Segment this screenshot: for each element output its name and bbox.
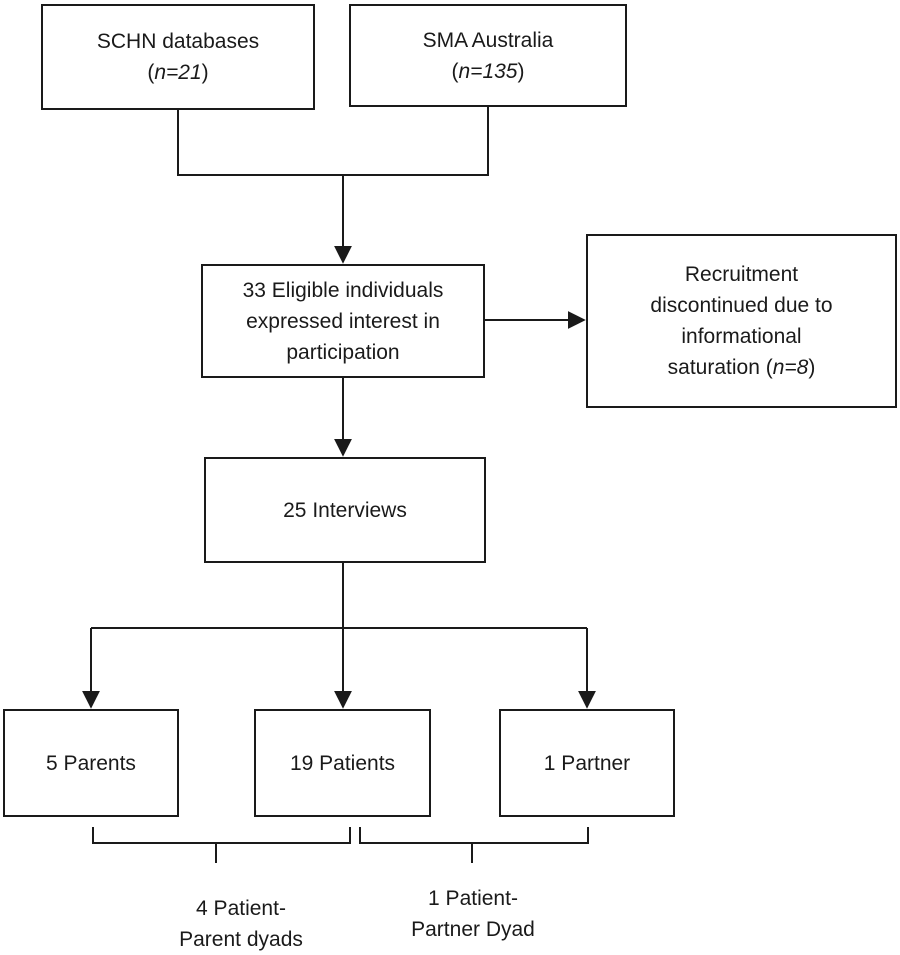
discontinued-line-1: Recruitment [684, 263, 799, 286]
discontinued-line-4: saturation (n=8) [667, 356, 816, 379]
patients-label: 19 Patients [289, 751, 396, 775]
interviews-box: 25 Interviews [204, 457, 486, 563]
recruitment-discontinued-box: Recruitment discontinued due to informat… [586, 234, 897, 408]
schn-count: (n=21) [147, 61, 209, 84]
discontinued-line-3: informational [681, 325, 802, 348]
merge-connector [177, 105, 489, 176]
partner-box: 1 Partner [499, 709, 675, 817]
schn-label: SCHN databases [96, 30, 260, 53]
parent-dyad-bracket [92, 827, 351, 863]
parents-label: 5 Parents [46, 751, 136, 775]
eligible-line-3: participation [286, 340, 400, 364]
sma-count: (n=135) [451, 59, 525, 83]
partner-dyad-bracket [359, 827, 589, 863]
sma-australia-box: SMA Australia (n=135) [349, 4, 627, 107]
patients-box: 19 Patients [254, 709, 431, 817]
parent-dyads-line-1: 4 Patient- [196, 897, 286, 920]
parent-dyads-caption: 4 Patient- Parent dyads [156, 893, 326, 955]
partner-dyad-line-1: 1 Patient- [428, 887, 518, 910]
discontinued-line-2: discontinued due to [650, 294, 833, 317]
parent-dyads-line-2: Parent dyads [179, 928, 303, 951]
eligible-line-2: expressed interest in [246, 309, 440, 333]
interviews-label: 25 Interviews [283, 498, 407, 522]
eligible-line-1: 33 Eligible individuals [242, 278, 444, 302]
eligible-individuals-box: 33 Eligible individuals expressed intere… [201, 264, 485, 378]
schn-databases-box: SCHN databases (n=21) [41, 4, 315, 110]
sma-label: SMA Australia [422, 28, 554, 52]
partner-dyad-caption: 1 Patient- Partner Dyad [388, 883, 558, 945]
parents-box: 5 Parents [3, 709, 179, 817]
partner-dyad-line-2: Partner Dyad [411, 918, 535, 941]
partner-label: 1 Partner [543, 751, 631, 775]
